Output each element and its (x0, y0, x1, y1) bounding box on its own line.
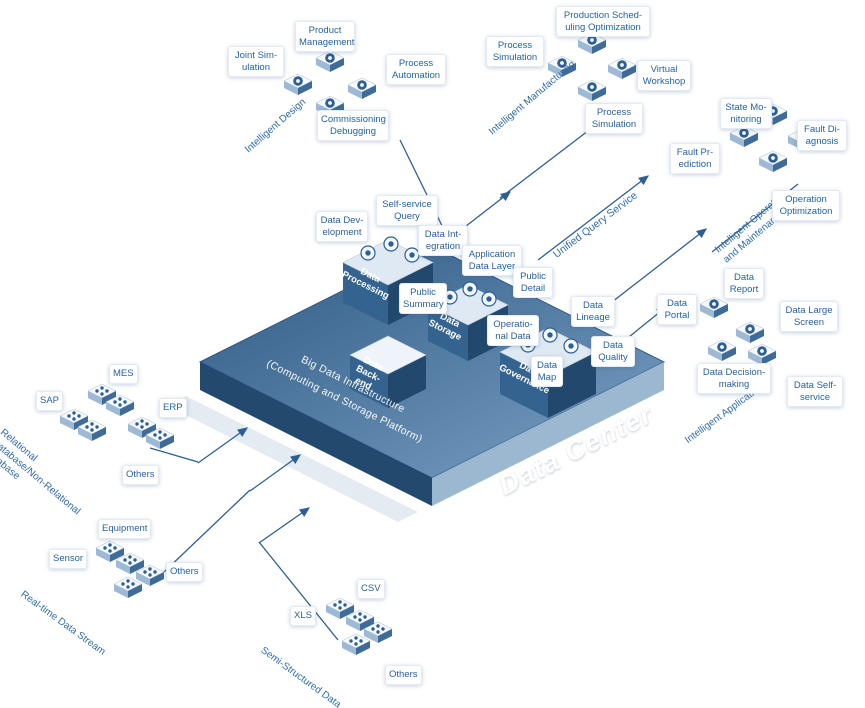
data-report-icon (699, 296, 729, 319)
connector-from-realtime (163, 489, 251, 573)
flow-arrow-from-semistructured (258, 507, 311, 544)
node-erp: ERP (159, 398, 187, 418)
node-commissioning-debugging: Commissioning Debugging (317, 110, 389, 142)
node-others-db: Others (122, 465, 159, 485)
product-management-icon (315, 50, 345, 73)
node-sensor: Sensor (49, 549, 88, 569)
connector-from-semistructured (258, 541, 339, 641)
node-data-portal: Data Portal (657, 294, 697, 326)
node-data-large-screen: Data Large Screen (780, 301, 838, 333)
cube-left-face (343, 262, 388, 325)
node-process-simulation-top: Process Simulation (486, 36, 544, 68)
platform-right-face (432, 362, 664, 506)
module-data-map: Data Map (531, 356, 563, 388)
module-badge-icon (481, 291, 497, 307)
process-simulation-icon (577, 79, 607, 102)
data-decision-making-icon (707, 339, 737, 362)
flow-arrow-from-realtime (249, 454, 302, 492)
module-data-lineage: Data Lineage (571, 296, 615, 328)
sensor-chip-icon (113, 576, 143, 599)
module-badge-icon (462, 281, 478, 297)
module-badge-icon (404, 247, 420, 263)
node-process-automation: Process Automation (386, 54, 446, 86)
platform-left-face (200, 362, 432, 506)
node-equipment: Equipment (98, 519, 152, 539)
module-data-integration: Data Int-egration (418, 225, 468, 257)
module-badge-icon (542, 327, 558, 343)
platform-slab (168, 245, 666, 522)
process-automation-icon (347, 77, 377, 100)
node-process-simulation-bottom: Process Simulation (585, 103, 643, 135)
node-state-monitoring: State Mo-nitoring (720, 98, 772, 130)
operation-optimization-icon (758, 150, 788, 173)
node-joint-simulation: Joint Sim-ulation (228, 46, 284, 78)
node-operation-optimization: Operation Optimization (772, 190, 840, 222)
connector-from-relational-db (149, 447, 199, 463)
module-data-quality: Data Quality (591, 336, 635, 368)
node-product-management: Product Management (295, 21, 355, 53)
node-others-semistructured: Others (385, 665, 422, 685)
node-csv: CSV (357, 579, 385, 599)
cube-left-face (500, 352, 548, 418)
node-others-realtime: Others (166, 562, 203, 582)
node-data-decision-making: Data Decision-making (697, 363, 771, 395)
module-badge-icon (563, 338, 579, 354)
node-production-scheduling-optimization: Production Sched-uling Optimization (556, 6, 650, 38)
cube-data-processing (342, 236, 434, 325)
node-virtual-workshop: Virtual Workshop (637, 60, 691, 92)
cube-left-face (350, 355, 388, 408)
node-fault-prediction: Fault Pr-ediction (670, 143, 720, 175)
flow-arrow-unified-query (537, 175, 650, 261)
node-data-report: Data Report (724, 268, 764, 300)
connector-from-intelligent-design (399, 139, 449, 239)
node-mes: MES (109, 364, 138, 384)
module-application-data-layer: Application Data Layer (462, 245, 522, 277)
cube-left-face (428, 305, 468, 361)
flow-arrow-from-relational-db (197, 427, 249, 464)
node-fault-diagnosis: Fault Di-agnosis (797, 120, 847, 152)
xls-chip-icon (341, 633, 371, 656)
module-badge-icon (383, 236, 399, 252)
module-badge-icon (360, 245, 376, 261)
module-self-service-query: Self-service Query (376, 195, 438, 227)
module-public-detail: Public Detail (513, 267, 553, 299)
fault-prediction-icon (729, 125, 759, 148)
module-public-summary: Public Summary (399, 283, 447, 315)
joint-simulation-icon (283, 73, 313, 96)
node-xls: XLS (290, 606, 316, 626)
cube-right-face (388, 355, 426, 408)
flow-arrow-to-operation-maintenance (611, 228, 708, 303)
module-operational-data: Operatio-nal Data (487, 315, 539, 347)
module-data-development: Data Dev-elopment (316, 211, 368, 243)
cube-top-face (349, 335, 427, 375)
data-large-screen-icon (735, 321, 765, 344)
cube-data-backend (349, 335, 427, 408)
data-self-service-icon (747, 343, 777, 366)
node-data-self-service: Data Self-service (787, 376, 843, 408)
node-sap: SAP (36, 391, 64, 411)
cube-right-face (548, 352, 596, 418)
virtual-workshop-icon (607, 57, 637, 80)
